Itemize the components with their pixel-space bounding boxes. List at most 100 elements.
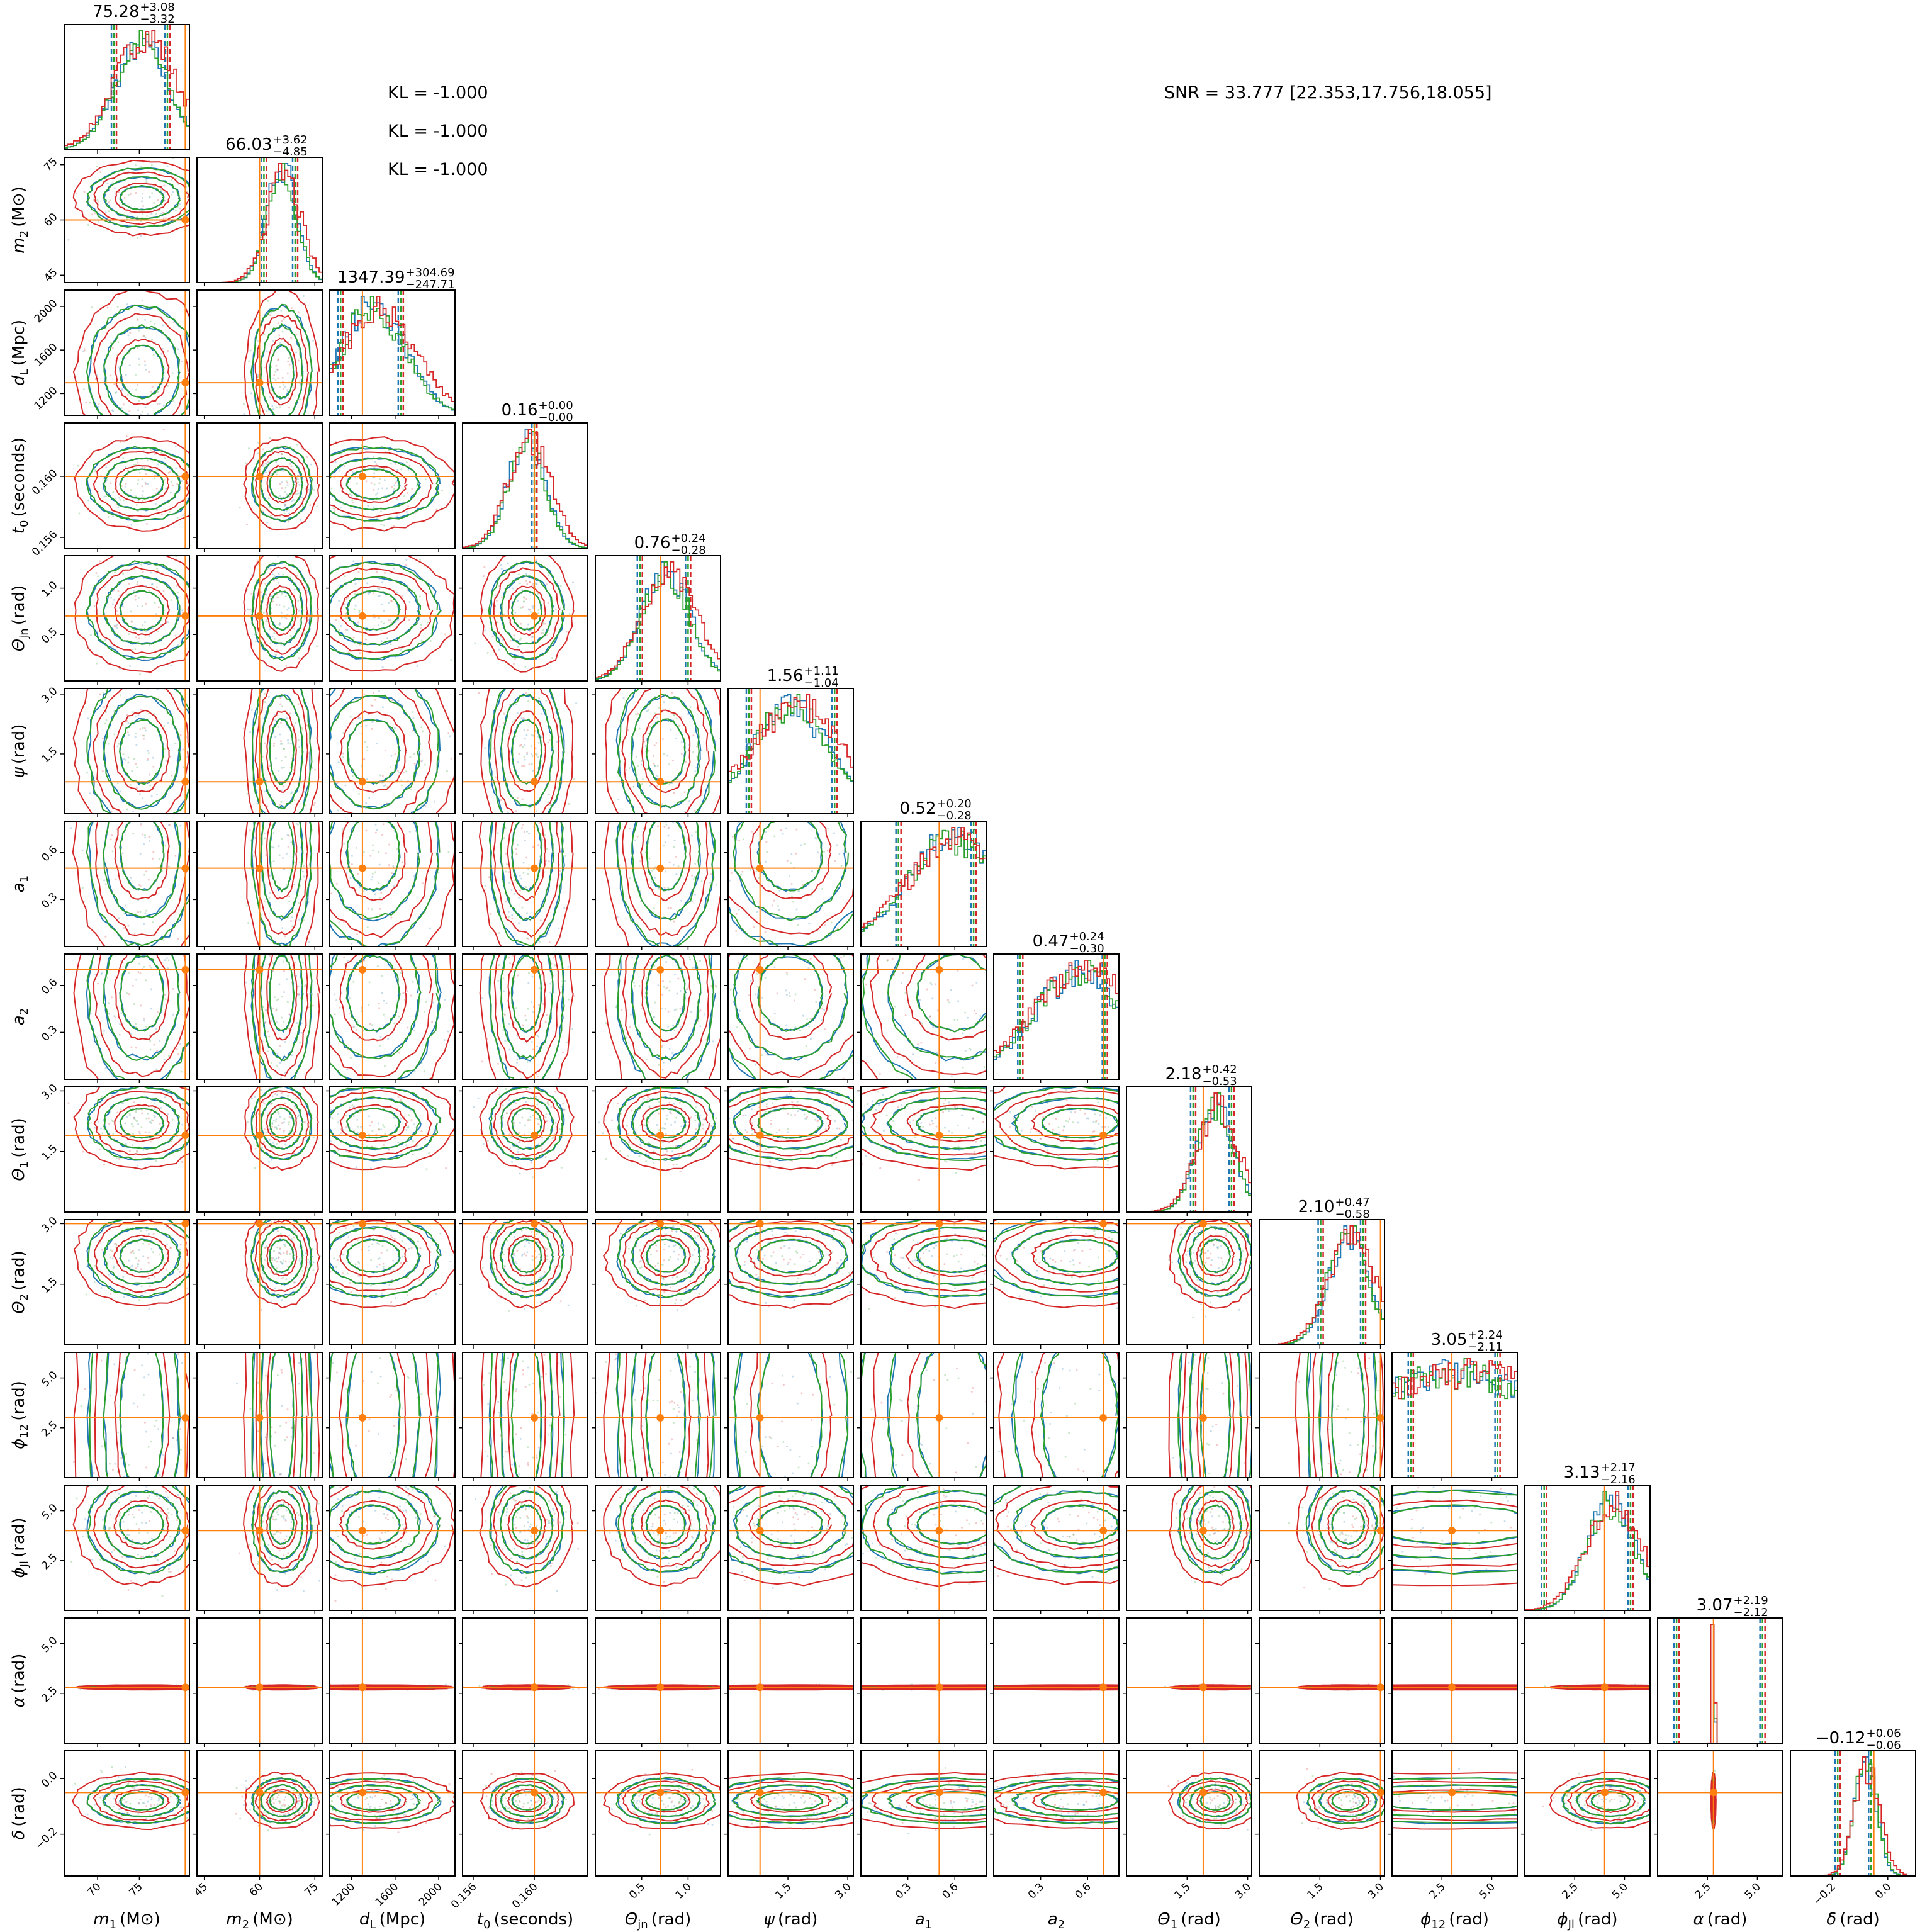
sample-point (790, 1089, 792, 1091)
sample-point (409, 831, 411, 833)
sample-point (379, 1045, 381, 1047)
sample-point (383, 622, 385, 624)
sample-point (810, 1038, 812, 1040)
sample-point (110, 374, 111, 376)
sample-point (503, 837, 505, 839)
sample-point (81, 420, 83, 422)
sample-point (931, 997, 933, 999)
sample-point (279, 704, 281, 705)
sample-point (525, 580, 527, 582)
contour-level-series-3 (94, 911, 190, 1077)
sample-point (825, 1139, 827, 1141)
sample-point (371, 876, 373, 878)
sample-point (637, 836, 639, 838)
sample-point (272, 1095, 274, 1097)
sample-point (108, 516, 110, 518)
sample-point (291, 814, 293, 816)
contour-level-series-3 (481, 549, 574, 672)
sample-point (665, 1008, 666, 1009)
sample-point (383, 1144, 385, 1146)
sample-point (281, 743, 283, 745)
sample-point (694, 810, 696, 812)
sample-point (681, 753, 683, 755)
sample-point (140, 853, 142, 855)
sample-point (1038, 898, 1040, 900)
sample-point (181, 1071, 183, 1073)
sample-point (626, 787, 628, 789)
sample-point (550, 816, 552, 817)
sample-point (816, 936, 818, 938)
sample-point (277, 322, 279, 324)
sample-point (515, 848, 517, 850)
sample-point (826, 1084, 828, 1086)
kl-label-2: KL = -1.000 (388, 121, 488, 141)
sample-point (207, 1026, 209, 1028)
sample-point (157, 463, 159, 465)
sample-point (777, 992, 778, 994)
sample-point (359, 952, 361, 953)
sample-point (523, 597, 525, 599)
sample-point (495, 776, 497, 778)
panel-title-plus: +0.24 (1070, 930, 1104, 943)
sample-point (137, 605, 138, 607)
sample-point (799, 1030, 801, 1031)
sample-point (298, 739, 300, 741)
sample-point (420, 627, 422, 629)
sample-point (449, 735, 451, 737)
sample-point (378, 617, 380, 619)
truth-marker (531, 865, 538, 872)
contour-panel (459, 543, 588, 685)
sample-point (374, 461, 376, 463)
sample-point (516, 1062, 518, 1064)
sample-point (488, 673, 490, 675)
sample-point (133, 629, 135, 631)
sample-point (647, 1099, 649, 1101)
sample-point (746, 1131, 748, 1133)
sample-point (132, 649, 133, 651)
sample-point (144, 621, 146, 623)
sample-point (135, 716, 137, 717)
sample-point (508, 733, 510, 734)
sample-point (374, 871, 376, 873)
sample-point (283, 1021, 284, 1023)
sample-point (887, 960, 889, 962)
sample-point (279, 495, 281, 497)
sample-point (374, 893, 376, 895)
sample-point (672, 809, 674, 811)
sample-point (501, 568, 503, 570)
sample-point (521, 827, 523, 829)
sample-point (106, 719, 108, 721)
sample-point (269, 892, 271, 894)
sample-point (356, 1129, 358, 1131)
sample-point (554, 964, 556, 966)
sample-point (549, 739, 551, 741)
sample-point (146, 523, 148, 525)
sample-point (678, 1155, 680, 1157)
sample-point (383, 1126, 385, 1128)
sample-point (369, 855, 371, 857)
sample-point (288, 1013, 290, 1015)
sample-point (635, 1137, 637, 1139)
sample-point (662, 1069, 664, 1071)
sample-point (287, 747, 289, 749)
sample-point (617, 1103, 619, 1104)
sample-point (365, 639, 367, 641)
sample-point (546, 1113, 548, 1115)
sample-point (272, 1142, 274, 1144)
sample-point (371, 1130, 373, 1132)
sample-point (371, 908, 373, 910)
sample-point (360, 1126, 362, 1128)
sample-point (547, 1103, 549, 1104)
sample-point (744, 1129, 746, 1131)
sample-point (150, 1140, 152, 1142)
sample-point (194, 706, 196, 708)
sample-point (120, 1012, 122, 1014)
sample-point (605, 1022, 607, 1024)
sample-point (546, 685, 548, 687)
sample-point (1024, 898, 1026, 900)
sample-point (269, 314, 271, 316)
sample-point (110, 838, 112, 840)
sample-point (194, 398, 196, 400)
sample-point (287, 767, 289, 769)
sample-point (171, 775, 172, 777)
